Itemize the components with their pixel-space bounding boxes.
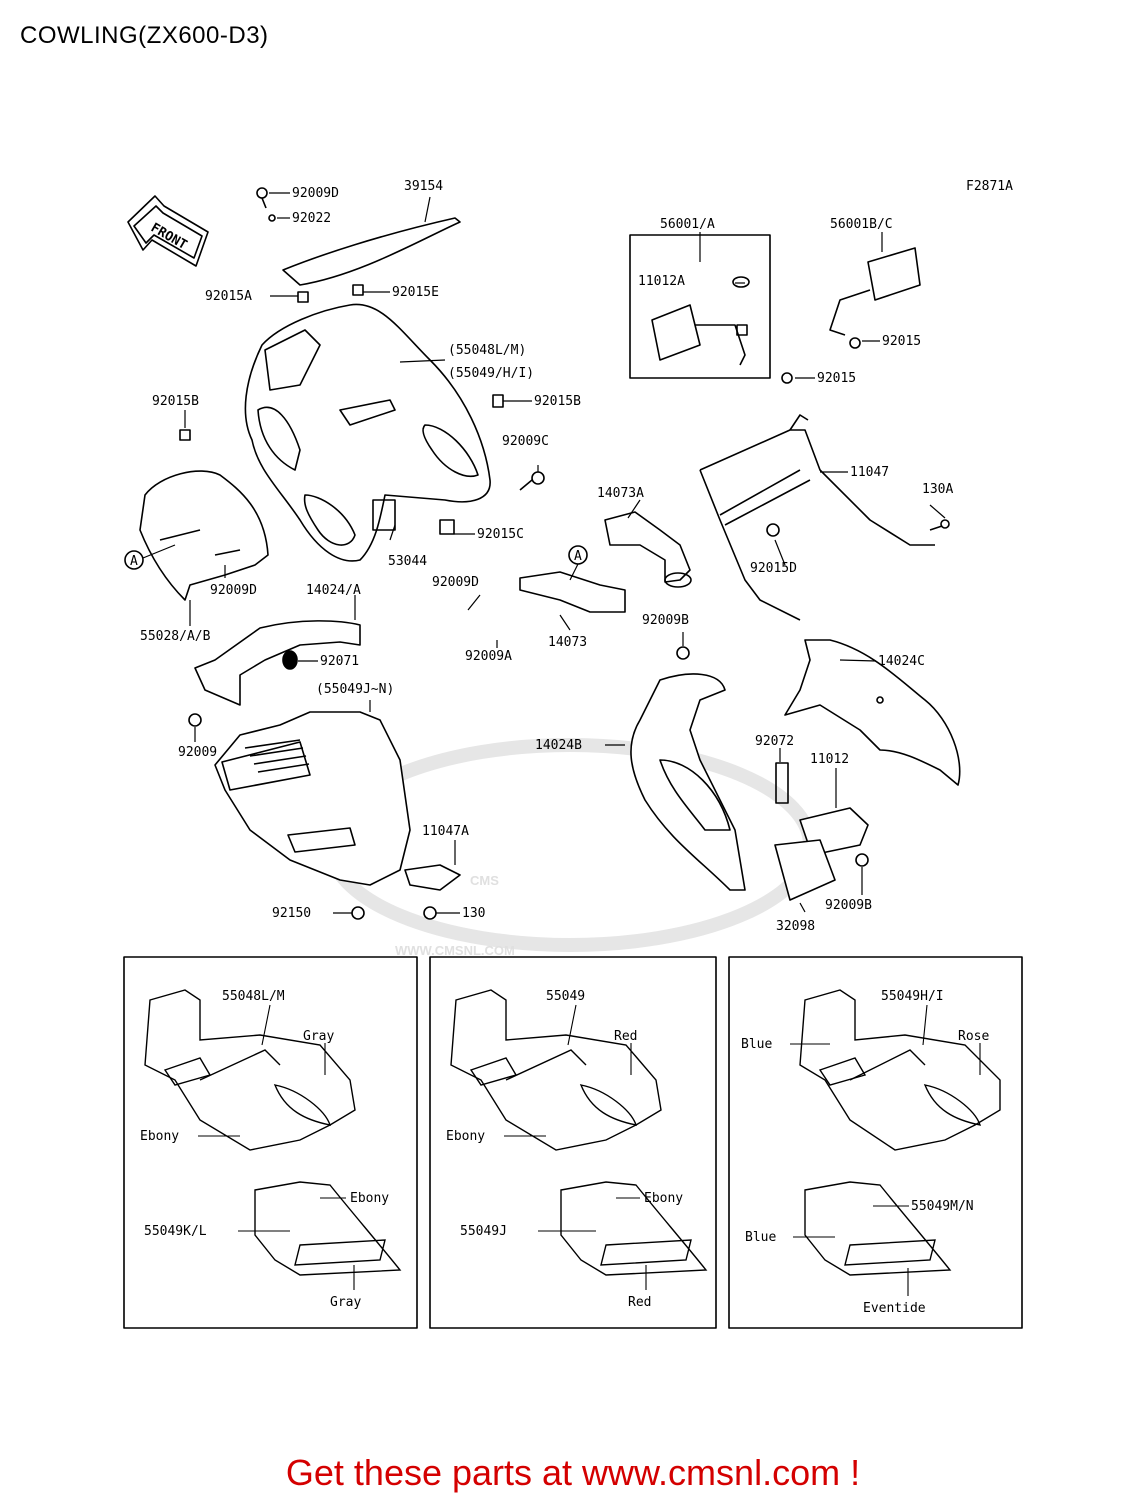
duct-14073 xyxy=(519,571,626,613)
panel2-lower-accent: Ebony xyxy=(644,1191,683,1206)
color-panel-1-frame xyxy=(123,956,418,1329)
panel1-upper-part: 55048L/M xyxy=(222,989,285,1004)
callout-14073a: 14073A xyxy=(597,486,644,501)
callout-11047: 11047 xyxy=(850,465,889,480)
callout-11012a: 11012A xyxy=(638,274,685,289)
panel2-lower-color: Red xyxy=(628,1295,651,1310)
callout-92009c: 92009C xyxy=(502,434,549,449)
callout-92015b-right: 92015B xyxy=(534,394,581,409)
callout-11012: 11012 xyxy=(810,752,849,767)
callout-92009d-top: 92009D xyxy=(292,186,339,201)
panel3-lower-accent: Blue xyxy=(745,1230,776,1245)
callout-55028: 55028/A/B xyxy=(140,629,211,644)
parts-diagram: CMS WWW.CMSNL.COM FRONT xyxy=(123,179,1023,1329)
panel1-lower-part: 55049K/L xyxy=(144,1224,207,1239)
callout-14024a: 14024/A xyxy=(306,583,361,598)
color-panel-1: 55048L/M Gray Ebony Ebony 55049K/L Gray xyxy=(140,989,402,1310)
color-panel-3: 55049H/I Rose Blue Blue 55049M/N Eventid… xyxy=(741,989,1001,1316)
panel3-upper-color: Rose xyxy=(958,1029,989,1044)
color-panel-3-frame xyxy=(728,956,1023,1329)
page-title: COWLING(ZX600-D3) xyxy=(20,22,269,49)
mirror-right xyxy=(867,247,921,301)
callout-92009b-top: 92009B xyxy=(642,613,689,628)
panel2-upper-part: 55049 xyxy=(546,989,585,1004)
callout-14073: 14073 xyxy=(548,635,587,650)
callout-92015-m2: 92015 xyxy=(817,371,856,386)
callout-56001a: 56001/A xyxy=(660,217,715,232)
callout-92015b-left: 92015B xyxy=(152,394,199,409)
ref-marker-left: A xyxy=(130,554,138,569)
callout-55049jn: (55049J~N) xyxy=(316,682,394,697)
panel1-lower-accent: Ebony xyxy=(350,1191,389,1206)
panel1-upper-base: Ebony xyxy=(140,1129,179,1144)
upper-cowling xyxy=(244,303,491,562)
callout-92072: 92072 xyxy=(755,734,794,749)
callout-92015d: 92015D xyxy=(750,561,797,576)
inner-panel-14024b xyxy=(630,673,746,891)
panel2-upper-base: Ebony xyxy=(446,1129,485,1144)
callout-92015e: 92015E xyxy=(392,285,439,300)
cowling-stay-11047 xyxy=(699,429,935,621)
callout-92150: 92150 xyxy=(272,906,311,921)
ref-marker-right: A xyxy=(574,549,582,564)
callout-14024c: 14024C xyxy=(878,654,925,669)
callout-92009d-left: 92009D xyxy=(210,583,257,598)
watermark-url: WWW.CMSNL.COM xyxy=(395,943,515,958)
callout-32098: 32098 xyxy=(776,919,815,934)
callout-55048lm: (55048L/M) xyxy=(448,343,526,358)
windscreen-55028 xyxy=(139,470,269,601)
callout-92009a: 92009A xyxy=(465,649,512,664)
panel3-upper-part: 55049H/I xyxy=(881,989,944,1004)
panel1-upper-color: Gray xyxy=(303,1029,334,1044)
figure-code: F2871A xyxy=(966,179,1013,194)
callout-56001bc: 56001B/C xyxy=(830,217,893,232)
callout-92009b-bottom: 92009B xyxy=(825,898,872,913)
callout-39154: 39154 xyxy=(404,179,443,194)
callout-130: 130 xyxy=(462,906,485,921)
callout-11047a: 11047A xyxy=(422,824,469,839)
panel3-lower-part: 55049M/N xyxy=(911,1199,974,1214)
watermark-logo: CMS xyxy=(470,873,499,888)
panel2-upper-color: Red xyxy=(614,1029,637,1044)
inner-panel-14024c xyxy=(784,639,961,786)
callout-92022: 92022 xyxy=(292,211,331,226)
footer-promo: Get these parts at www.cmsnl.com ! xyxy=(285,1452,861,1493)
lower-cowling xyxy=(214,711,411,886)
callout-55049hi: (55049/H/I) xyxy=(448,366,534,381)
panel3-lower-color: Eventide xyxy=(863,1301,926,1316)
callout-14024b: 14024B xyxy=(535,738,582,753)
callout-92015-m1: 92015 xyxy=(882,334,921,349)
callout-92009: 92009 xyxy=(178,745,217,760)
panel2-lower-part: 55049J xyxy=(460,1224,507,1239)
color-panel-2-frame xyxy=(429,956,717,1329)
callout-92015a: 92015A xyxy=(205,289,252,304)
callout-130a: 130A xyxy=(922,482,953,497)
panel1-lower-color: Gray xyxy=(330,1295,361,1310)
color-panel-2: 55049 Red Ebony Ebony 55049J Red xyxy=(446,989,708,1310)
duct-14073a xyxy=(604,511,691,583)
front-arrow-icon: FRONT xyxy=(127,195,209,267)
box-32098 xyxy=(774,839,836,901)
callout-53044: 53044 xyxy=(388,554,427,569)
mirror-left xyxy=(651,304,701,361)
callout-92015c: 92015C xyxy=(477,527,524,542)
upper-cover-39154 xyxy=(282,217,461,286)
callout-92009d-mid: 92009D xyxy=(432,575,479,590)
inner-panel-14024a xyxy=(194,620,361,706)
callout-92071: 92071 xyxy=(320,654,359,669)
panel3-upper-base: Blue xyxy=(741,1037,772,1052)
